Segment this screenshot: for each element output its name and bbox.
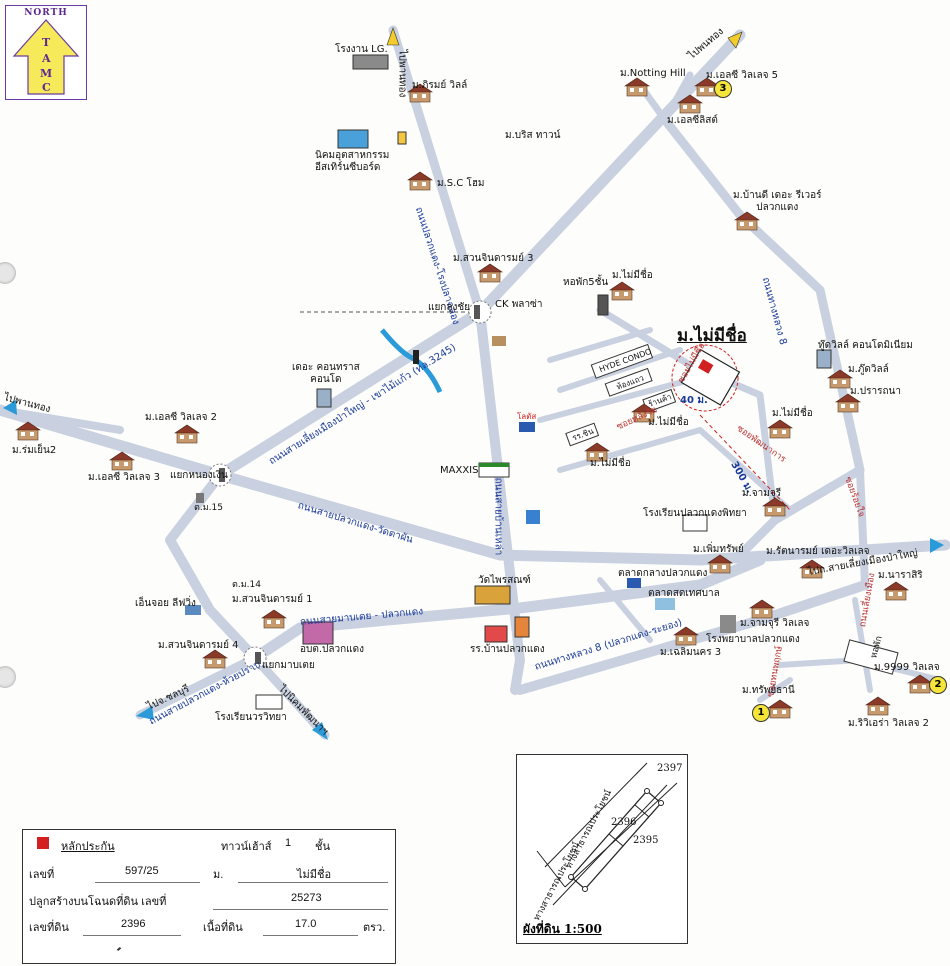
place-prathana: ม.ปรารถนา (850, 386, 901, 397)
place-msc-home: ม.S.C โฮม (437, 178, 485, 189)
village-value: ไม่มีชื่อ (297, 869, 332, 881)
road-label-maxxis: ถนนสายบ้านเหล่า (492, 477, 504, 556)
deed-label: ปลูกสร้างบนโฉนดที่ดิน เลขที่ (29, 896, 167, 908)
land-no-value: 2396 (121, 918, 146, 930)
north-arrow-icon (12, 19, 80, 95)
place-suanchinda-3: ม.สวนจินดารมย์ 3 (453, 253, 534, 264)
place-maxxis: MAXXIS (440, 465, 479, 476)
place-no-name-1: ม.ไม่มีชื่อ (612, 270, 653, 281)
place-boris: ม.บริส ทาวน์ (505, 130, 561, 141)
place-yaek-lungchai: แยกลุงชัย (428, 302, 471, 313)
place-elcee-2: ม.เอลซี วิลเลจ 2 (145, 412, 217, 423)
place-rr-ban-pluak: รร.บ้านปลวกแดง (470, 644, 545, 655)
collateral-label: หลักประกัน (61, 841, 115, 853)
place-rommayen2: ม.ร่มเย็น2 (12, 445, 57, 456)
place-suanchinda-4: ม.สวนจินดารมย์ 4 (158, 640, 239, 651)
plot-drawing (536, 762, 678, 906)
distance-40m: 40 ม. (680, 395, 708, 406)
place-baanrak: ม.บ้านดี เดอะ รีเวอร์ ปลวกแดง (733, 190, 822, 213)
area-value: 17.0 (295, 918, 317, 930)
place-lg-factory: โรงงาน LG. (335, 44, 388, 55)
place-naree: ม.นาราสิริ (878, 570, 923, 581)
village-label: ม. (213, 869, 224, 881)
plot-title: ผังที่ดิน 1:500 (523, 922, 602, 936)
area-unit: ตรว. (363, 922, 386, 934)
place-elcee-3: ม.เอลซี วิลเลจ 3 (88, 472, 160, 483)
place-chamchuri: ม.จามจุรี (742, 488, 782, 499)
place-yaek-mabtaphut: แยกมาบเตย (262, 660, 315, 671)
place-wat-phaisal: วัดไพรสณฑ์ (478, 575, 531, 586)
place-rr-worawit: โรงเรียนวรวิทยา (215, 712, 287, 723)
land-no-label: เลขที่ดิน (29, 922, 69, 934)
place-elcee-5: ม.เอลซี วิลเลจ 5 (706, 70, 778, 81)
compass-letter-a: A (42, 52, 51, 65)
place-tuckwill: ทู๊ดวิลล์ คอนโดมิเนียม (818, 340, 913, 351)
binder-hole-bottom (0, 666, 16, 688)
binder-hole-top (0, 262, 16, 284)
house-no-value: 597/25 (125, 865, 159, 877)
lot-2395: 2395 (633, 835, 659, 846)
place-9999: ม.9999 วิลเลจ (874, 662, 940, 673)
place-on-joy: เอ็นจอย ลีฟวิ่ง (135, 598, 196, 609)
floors-unit: ชั้น (315, 841, 330, 853)
marker-badge-3: 3 (714, 80, 732, 98)
place-lotus: โลตัส (517, 412, 537, 421)
deed-value: 25273 (291, 892, 322, 904)
place-ck-plaza: CK พลาซ่า (495, 299, 543, 310)
place-central-market: ตลาดกลางปลวกแดง (618, 568, 708, 579)
marker-badge-2: 2 (929, 676, 947, 694)
place-m15: ต.ม.15 (194, 503, 223, 513)
place-phoem-sap: ม.เพิ่มทรัพย์ (693, 544, 744, 555)
floors-value: 1 (285, 837, 292, 849)
place-sikisoft: ม.ภิรมย์ วิลล์ (412, 80, 468, 91)
subject-title: ม.ไม่มีชื่อ (677, 326, 747, 346)
marker-badge-1: 1 (752, 704, 770, 722)
area-label: เนื้อที่ดิน (203, 922, 243, 934)
land-plot-diagram: 2397 2396 2395 ทางสาธารณประโยชน์ ทางสาธา… (516, 754, 688, 944)
compass-title: NORTH (24, 8, 68, 18)
land-no-underline (83, 935, 181, 936)
place-notting-hill: ม.Notting Hill (620, 68, 686, 79)
compass-box: NORTH T A M C (5, 5, 87, 100)
house-no-underline (95, 882, 200, 883)
place-talad: ตลาดสดเทศบาล (648, 588, 720, 599)
place-suanchinda-1: ม.สวนจินดารมย์ 1 (232, 594, 313, 605)
compass-letter-c: C (42, 81, 51, 94)
pen-mark (116, 946, 122, 952)
lot-2396: 2396 (611, 817, 637, 828)
deed-underline (213, 909, 388, 910)
place-riviera: ม.ริวิเอร่า วิลเลจ 2 (848, 718, 930, 729)
place-elcee-lite: ม.เอลซีลิสต์ (667, 115, 718, 126)
place-no-name-2: ม.ไม่มีชื่อ (648, 417, 689, 428)
place-obt: อบต.ปลวกแดง (300, 644, 364, 655)
place-rr-pluakdaeng-pitthaya: โรงเรียนปลวกแดงพิทยา (643, 508, 747, 519)
lot-2397: 2397 (657, 763, 683, 774)
place-rattanaram: ม.รัตนารมย์ เดอะวิลเลจ (766, 546, 870, 557)
place-hor-pak: หอพัก5ชั้น (563, 277, 609, 288)
place-yaek-nongkluea: แยกหนองเงิน (170, 470, 228, 481)
place-chamchuri-village: ม.จามจุรี วิลเลจ (740, 618, 810, 629)
village-underline (238, 882, 388, 883)
place-eastern-seaboard: นิคมอุตสาหกรรม อีสเทิร์นซีบอร์ด (315, 150, 390, 173)
place-rp-pluakdaeng: โรงพยาบาลปลวกแดง (706, 634, 800, 645)
compass-letter-m: M (40, 67, 53, 80)
place-chalermnam: ม.เฉลิมนคร 3 (660, 647, 722, 658)
property-legend: หลักประกัน ทาวน์เฮ้าส์ 1 ชั้น เลขที่ 597… (22, 829, 396, 964)
compass-letter-t: T (42, 36, 51, 49)
collateral-marker-icon (37, 837, 49, 849)
area-underline (263, 935, 358, 936)
place-sap-thani: ม.ทรัพย์ธานี (742, 685, 795, 696)
direction-to-phanthong-up: ไปพานทอง (396, 49, 408, 98)
place-no-name-3: ม.ไม่มีชื่อ (590, 458, 631, 469)
place-the-contrast: เดอะ คอนทราส คอนโด (292, 362, 360, 385)
house-no-label: เลขที่ (29, 869, 55, 881)
place-no-name-4: ม.ไม่มีชื่อ (772, 408, 813, 419)
place-m14: ต.ม.14 (232, 580, 261, 590)
place-tuckwill2: ม.ภู๊ดวิลล์ (848, 364, 889, 375)
type-label: ทาวน์เฮ้าส์ (221, 841, 272, 853)
